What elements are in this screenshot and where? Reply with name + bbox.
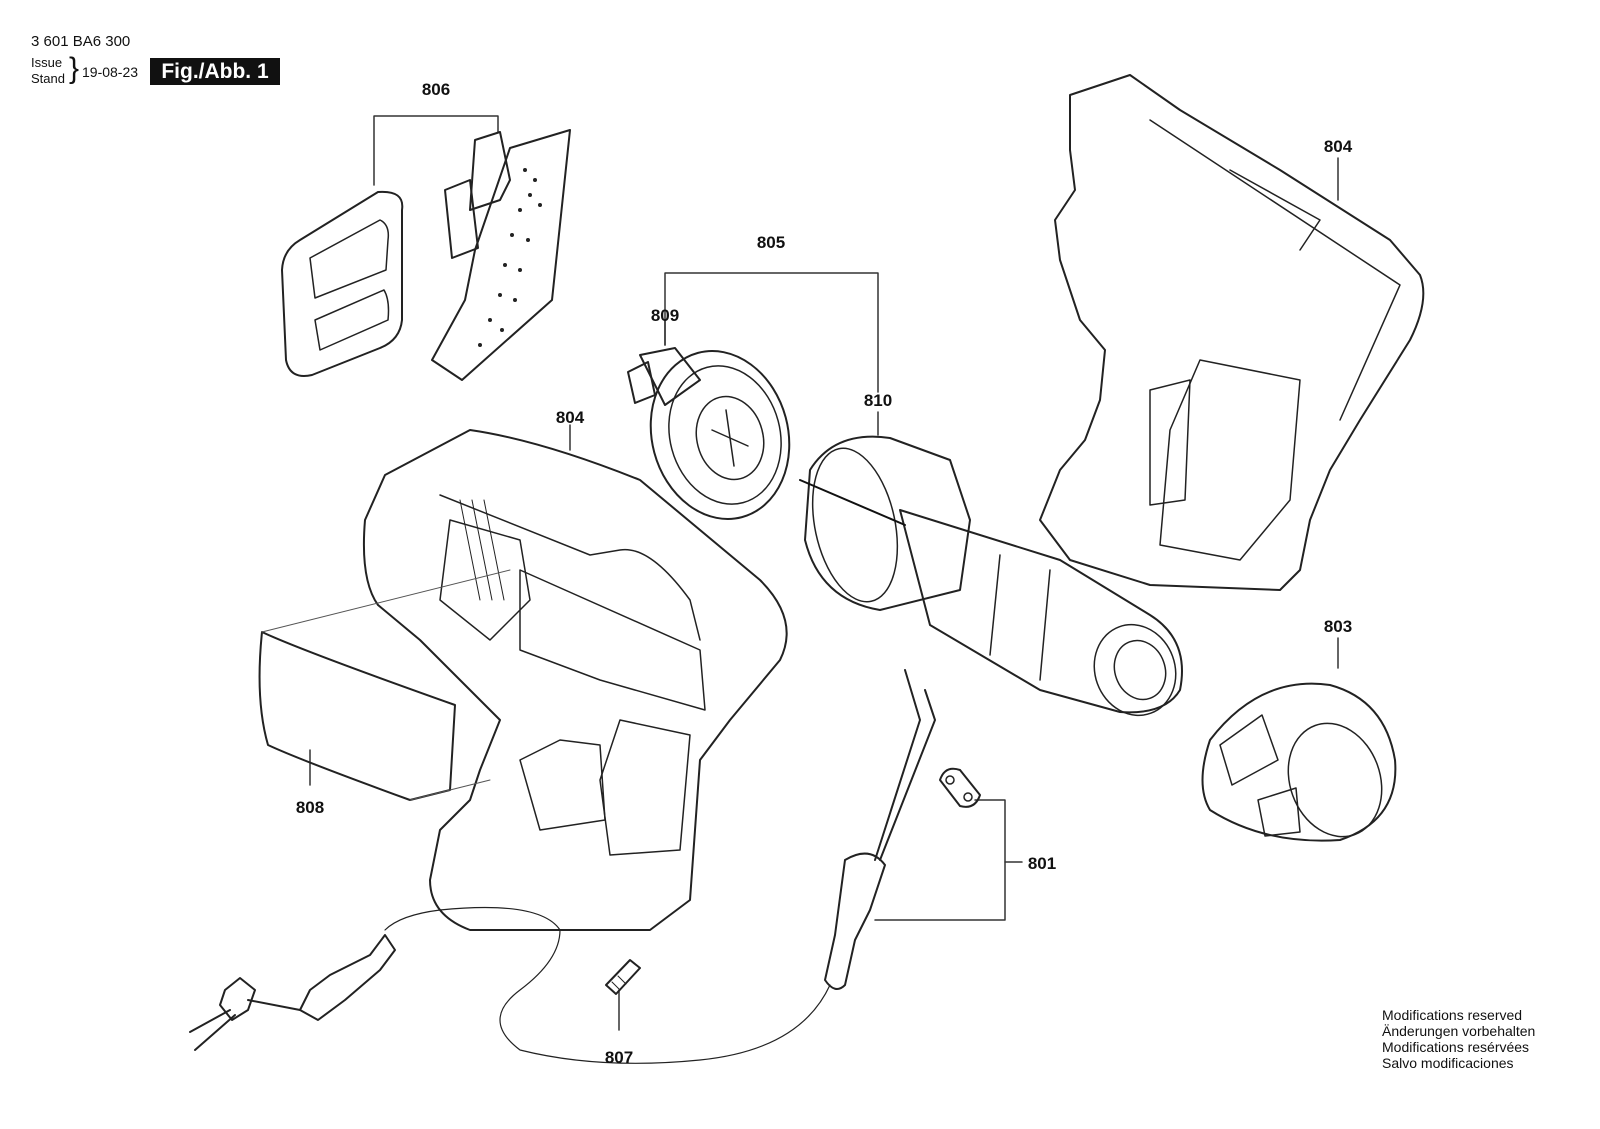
circuit-board-806 [431, 129, 571, 381]
callout-801: 801 [1027, 854, 1057, 873]
notice-fr: Modifications resérvées [1382, 1039, 1530, 1055]
screw-807 [605, 959, 641, 995]
label-808 [258, 569, 511, 801]
callout-808: 808 [295, 798, 325, 817]
document-number: 3 601 BA6 300 [31, 33, 131, 50]
housing-half-804-left [362, 429, 788, 931]
notice-de: Änderungen vorbehalten [1382, 1023, 1536, 1039]
callout-805: 805 [756, 233, 786, 252]
power-plug [189, 934, 396, 1051]
callout-804-left: 804 [555, 408, 585, 427]
notice-es: Salvo modificaciones [1382, 1055, 1514, 1071]
callout-803: 803 [1323, 617, 1353, 636]
issue-label: Issue [31, 55, 63, 70]
callout-807: 807 [604, 1048, 634, 1067]
fan-motor-809 [627, 347, 791, 520]
notice-en: Modifications reserved [1382, 1007, 1523, 1023]
cable-clamp-801 [939, 767, 981, 808]
end-cap-803 [1201, 682, 1397, 842]
callout-809: 809 [650, 306, 680, 325]
leader-lines [309, 115, 1339, 1031]
callout-810: 810 [863, 391, 893, 410]
figure-label: Fig./Abb. 1 [150, 58, 280, 85]
modifications-notice: Modifications reserved Änderungen vorbeh… [1382, 1007, 1535, 1071]
issue-date: 19-08-23 [82, 64, 139, 80]
stand-label: Stand [31, 71, 65, 86]
power-cord [384, 669, 936, 1064]
callout-806: 806 [421, 80, 451, 99]
housing-half-804-right [1039, 74, 1425, 591]
callout-804-right: 804 [1323, 137, 1353, 156]
heating-element-810 [799, 435, 1183, 717]
switch-cover-806 [281, 190, 404, 377]
brace-glyph: } [69, 52, 80, 85]
